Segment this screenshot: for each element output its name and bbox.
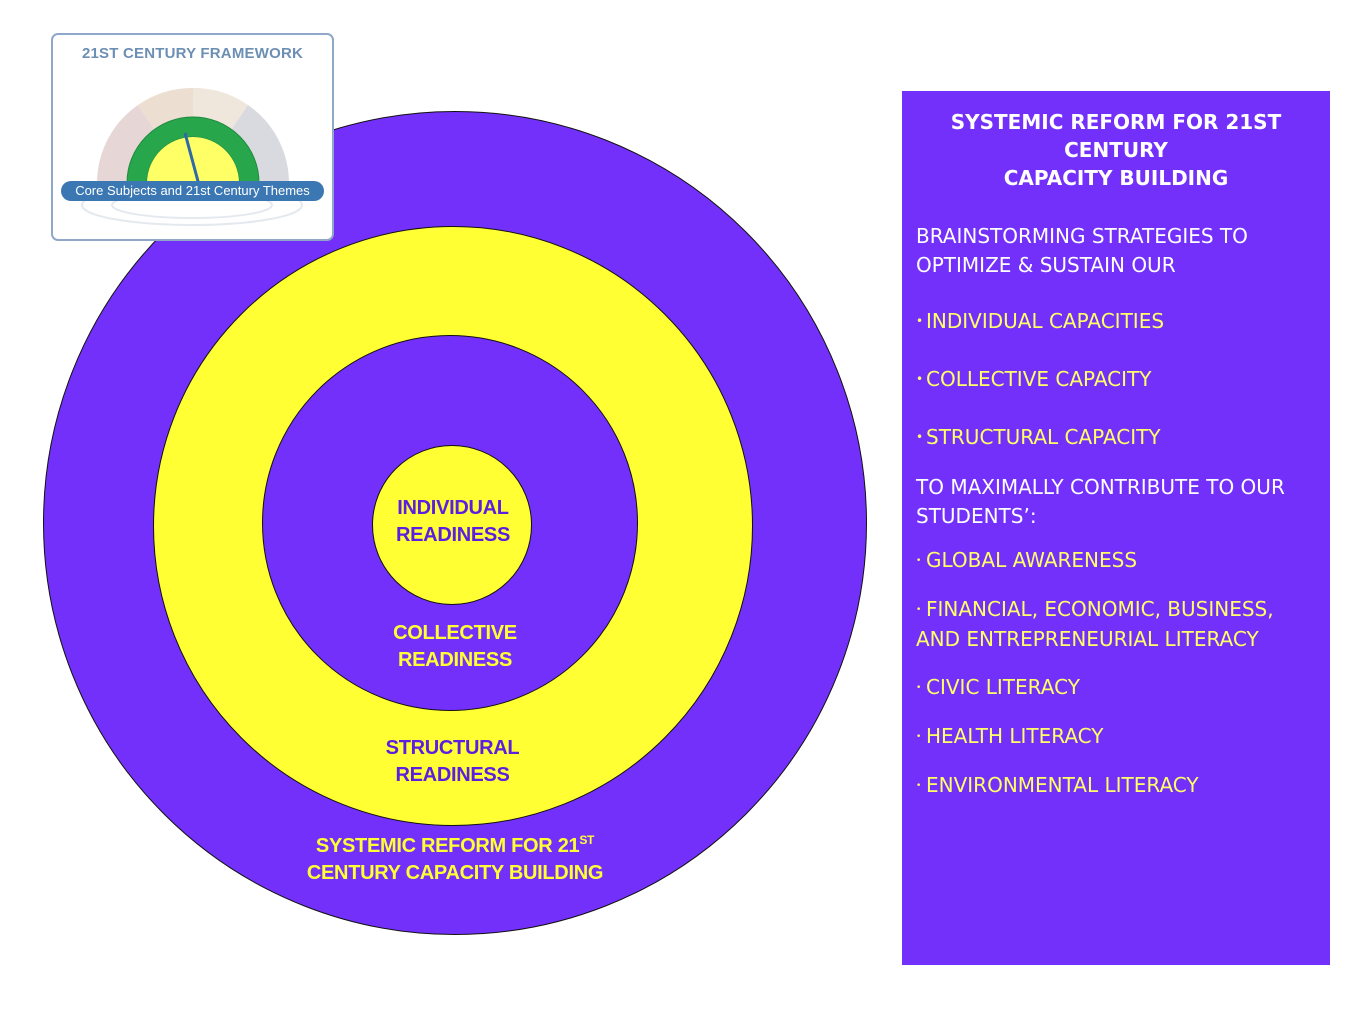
bullet-icon: • bbox=[916, 732, 922, 742]
list-item: • CIVIC LITERACY bbox=[916, 673, 1316, 703]
list-item: • HEALTH LITERACY bbox=[916, 722, 1316, 752]
literacy-item-global: GLOBAL AWARENESS bbox=[926, 548, 1138, 572]
capacity-item-structural: STRUCTURAL CAPACITY bbox=[926, 425, 1161, 449]
individual-label-line-2: READINESS bbox=[396, 524, 510, 546]
capacity-building-panel: SYSTEMIC REFORM FOR 21ST CENTURY CAPACIT… bbox=[902, 91, 1330, 965]
panel-title: SYSTEMIC REFORM FOR 21ST CENTURY CAPACIT… bbox=[916, 108, 1316, 192]
systemic-label-line-1: SYSTEMIC REFORM FOR 21ST bbox=[255, 833, 655, 860]
panel-contribute-text: TO MAXIMALLY CONTRIBUTE TO OUR STUDENTS’… bbox=[916, 475, 1285, 528]
list-item: • ENVIRONMENTAL LITERACY bbox=[916, 771, 1316, 801]
panel-title-line-2: CAPACITY BUILDING bbox=[1003, 166, 1229, 190]
capacity-list: •INDIVIDUAL CAPACITIES •COLLECTIVE CAPAC… bbox=[916, 307, 1316, 452]
systemic-label-superscript: ST bbox=[579, 833, 595, 847]
logo-title: 21ST CENTURY FRAMEWORK bbox=[81, 45, 304, 62]
list-item: •INDIVIDUAL CAPACITIES bbox=[916, 307, 1316, 336]
bullet-icon: • bbox=[916, 683, 922, 693]
systemic-label-text: SYSTEMIC REFORM FOR 21 bbox=[315, 835, 580, 857]
individual-label-line-1: INDIVIDUAL bbox=[397, 497, 509, 519]
bullet-icon: • bbox=[916, 314, 924, 328]
structural-label-line-1: STRUCTURAL bbox=[385, 737, 520, 759]
rainbow-gauge-icon bbox=[81, 87, 303, 226]
panel-title-line-1: SYSTEMIC REFORM FOR 21ST CENTURY bbox=[950, 110, 1282, 162]
bullet-icon: • bbox=[916, 372, 924, 386]
literacy-item-environmental: ENVIRONMENTAL LITERACY bbox=[926, 773, 1199, 797]
literacy-list: •GLOBAL AWARENESS •FINANCIAL, ECONOMIC, … bbox=[916, 546, 1316, 801]
literacy-item-financial: FINANCIAL, ECONOMIC, BUSINESS, AND ENTRE… bbox=[916, 597, 1274, 651]
logo-caption: Core Subjects and 21st Century Themes bbox=[61, 181, 324, 201]
framework-logo: 21ST CENTURY FRAMEWORK Core Subjects and… bbox=[51, 33, 334, 241]
capacity-item-individual: INDIVIDUAL CAPACITIES bbox=[926, 309, 1165, 333]
bullet-icon: • bbox=[916, 605, 922, 615]
bullet-icon: • bbox=[916, 781, 922, 791]
bullet-icon: • bbox=[916, 430, 924, 444]
panel-intro-text: BRAINSTORMING STRATEGIES TO OPTIMIZE & S… bbox=[916, 224, 1248, 277]
individual-readiness-label: INDIVIDUAL READINESS bbox=[373, 495, 533, 549]
list-item: • GLOBAL AWARENESS bbox=[916, 546, 1316, 576]
list-item: •STRUCTURAL CAPACITY bbox=[916, 423, 1316, 452]
capacity-item-collective: COLLECTIVE CAPACITY bbox=[926, 367, 1152, 391]
structural-readiness-label: STRUCTURAL READINESS bbox=[340, 735, 565, 789]
collective-readiness-label: COLLECTIVE READINESS bbox=[340, 620, 570, 674]
literacy-item-civic: CIVIC LITERACY bbox=[926, 675, 1080, 699]
structural-label-line-2: READINESS bbox=[395, 764, 510, 786]
list-item: •COLLECTIVE CAPACITY bbox=[916, 365, 1316, 394]
collective-label-line-2: READINESS bbox=[398, 649, 512, 671]
bullet-icon: • bbox=[916, 556, 922, 566]
list-item: •FINANCIAL, ECONOMIC, BUSINESS, AND ENTR… bbox=[916, 595, 1316, 654]
systemic-reform-label: SYSTEMIC REFORM FOR 21ST CENTURY CAPACIT… bbox=[255, 833, 655, 887]
individual-readiness-circle bbox=[372, 445, 532, 605]
systemic-label-line-2: CENTURY CAPACITY BUILDING bbox=[306, 862, 604, 884]
collective-label-line-1: COLLECTIVE bbox=[393, 622, 517, 644]
literacy-item-health: HEALTH LITERACY bbox=[926, 724, 1104, 748]
